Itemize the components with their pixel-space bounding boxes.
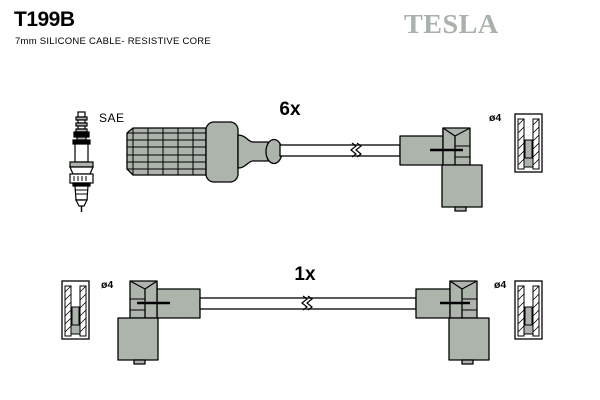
diameter-label-lower-left: ø4 [101, 279, 113, 291]
diameter-label-lower-right: ø4 [494, 279, 506, 291]
cable-lower [199, 295, 417, 311]
part-description: 7mm SILICONE CABLE- RESISTIVE CORE [15, 36, 211, 47]
tesla-brand-logo: TESLA [404, 9, 499, 39]
right-angle-connector-lower-left [117, 280, 201, 365]
diameter-label-upper-right: ø4 [489, 112, 501, 124]
grommet-lower-left: ø4 [61, 279, 113, 340]
quantity-label-lower: 1x [294, 264, 316, 285]
right-angle-connector-lower-right [415, 280, 490, 365]
grommet-lower-right: ø4 [494, 279, 543, 340]
sae-label: SAE [99, 111, 125, 125]
right-angle-connector-upper [399, 127, 483, 212]
spark-plug-boot-ribbed [126, 121, 283, 183]
page-title: T199B [14, 8, 75, 31]
spark-plug-icon [69, 111, 94, 212]
cable-upper [279, 142, 401, 158]
upper-assembly: SAE 6x [69, 99, 543, 212]
lower-assembly: 1x ø4 [61, 264, 543, 365]
grommet-upper-right: ø4 [489, 112, 543, 173]
quantity-label-upper: 6x [279, 99, 301, 120]
